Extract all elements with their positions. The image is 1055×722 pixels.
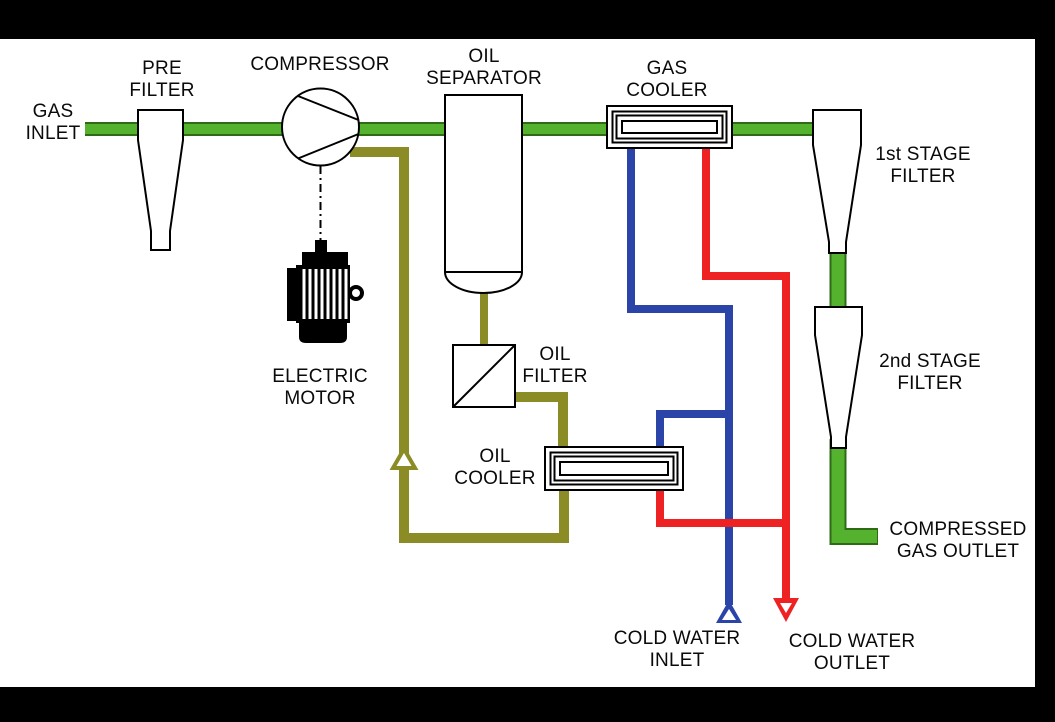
second-stage-filter-symbol (814, 306, 863, 449)
gas-cooler-label: GAS COOLER (626, 58, 708, 101)
pre-filter-symbol (137, 109, 184, 251)
cold-water-outlet-arrow-inner (780, 603, 792, 613)
oil-cooler-symbol (544, 446, 684, 491)
compressor-label: COMPRESSOR (250, 54, 390, 75)
cold-water-inlet-label: COLD WATER INLET (613, 628, 741, 671)
cold-water-outlet-pipe (656, 144, 799, 622)
gas-inlet-label: GAS INLET (25, 101, 81, 144)
electric-motor-symbol (287, 166, 364, 343)
first-stage-filter-label: 1st STAGE FILTER (875, 144, 971, 187)
cold-water-inlet-pipe (627, 144, 742, 623)
second-stage-filter-label: 2nd STAGE FILTER (879, 351, 981, 394)
oil-cooler-label: OIL COOLER (454, 446, 536, 489)
oil-pipe-loop (350, 147, 569, 543)
diagram-canvas: GAS INLET PRE FILTER COMPRESSOR OIL SEPA… (0, 39, 1035, 687)
oil-separator-symbol (443, 94, 524, 294)
gas-pipe-outlet (829, 439, 878, 545)
oil-filter-label: OIL FILTER (522, 344, 588, 387)
compressed-gas-outlet-label: COMPRESSED GAS OUTLET (889, 519, 1027, 562)
electric-motor-label: ELECTRIC MOTOR (272, 366, 368, 409)
oil-separator-label: OIL SEPARATOR (426, 46, 542, 89)
motor-lifting-eye-icon (348, 285, 364, 301)
compressor-symbol (281, 87, 360, 167)
first-stage-filter-symbol (812, 109, 862, 254)
cold-water-inlet-arrow-inner (722, 609, 736, 620)
gas-cooler-symbol (606, 105, 733, 149)
pre-filter-label: PRE FILTER (129, 58, 195, 101)
oil-filter-symbol (452, 344, 516, 408)
oil-flow-arrow-icon (389, 445, 419, 470)
process-flow-diagram (85, 87, 878, 623)
cold-water-outlet-label: COLD WATER OUTLET (788, 631, 916, 674)
